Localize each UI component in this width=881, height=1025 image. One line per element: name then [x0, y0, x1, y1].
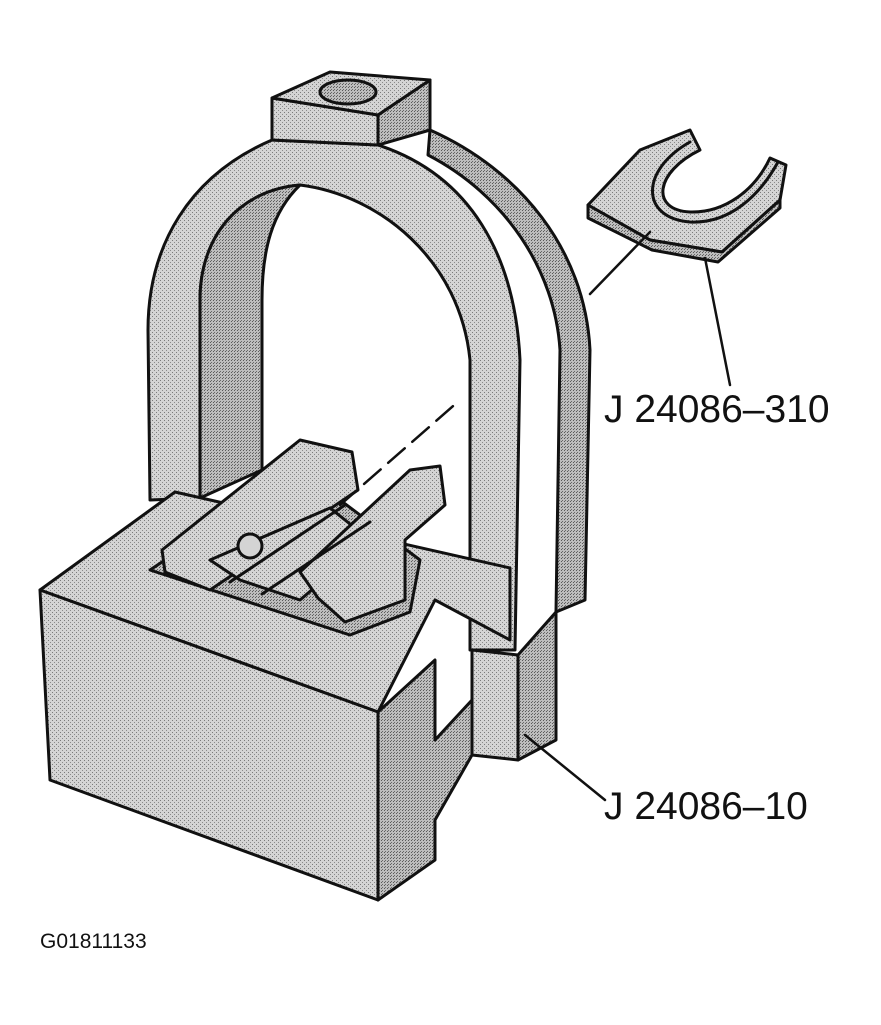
figure-id-label: G01811133	[40, 930, 147, 953]
fixture-callout-label: J 24086–10	[604, 785, 808, 828]
leader-shim-to-frame	[588, 230, 652, 296]
base-side	[376, 658, 474, 902]
v-block-holder	[148, 438, 447, 637]
frame-leg-side	[516, 610, 558, 762]
holder-groove-1	[228, 503, 347, 584]
alignment-dashed-line	[338, 398, 462, 507]
shim-edge	[586, 198, 782, 264]
arch-inner-edge	[198, 183, 302, 500]
leader-fixture-label	[523, 733, 607, 802]
leader-shim-label	[703, 256, 732, 387]
u-shim	[586, 128, 788, 264]
frame-leg-front	[470, 648, 520, 762]
shim-top	[586, 128, 788, 254]
holder-pin	[236, 532, 264, 560]
press-frame	[146, 70, 592, 762]
shim-slot-edge	[651, 140, 780, 224]
holder-groove-2	[260, 520, 372, 596]
arch-right-face	[426, 128, 592, 614]
shim-callout-label: J 24086–310	[604, 388, 830, 431]
top-boss-hole	[318, 78, 378, 106]
holder-left-jaw	[160, 438, 360, 592]
holder-right-jaw	[298, 464, 447, 624]
